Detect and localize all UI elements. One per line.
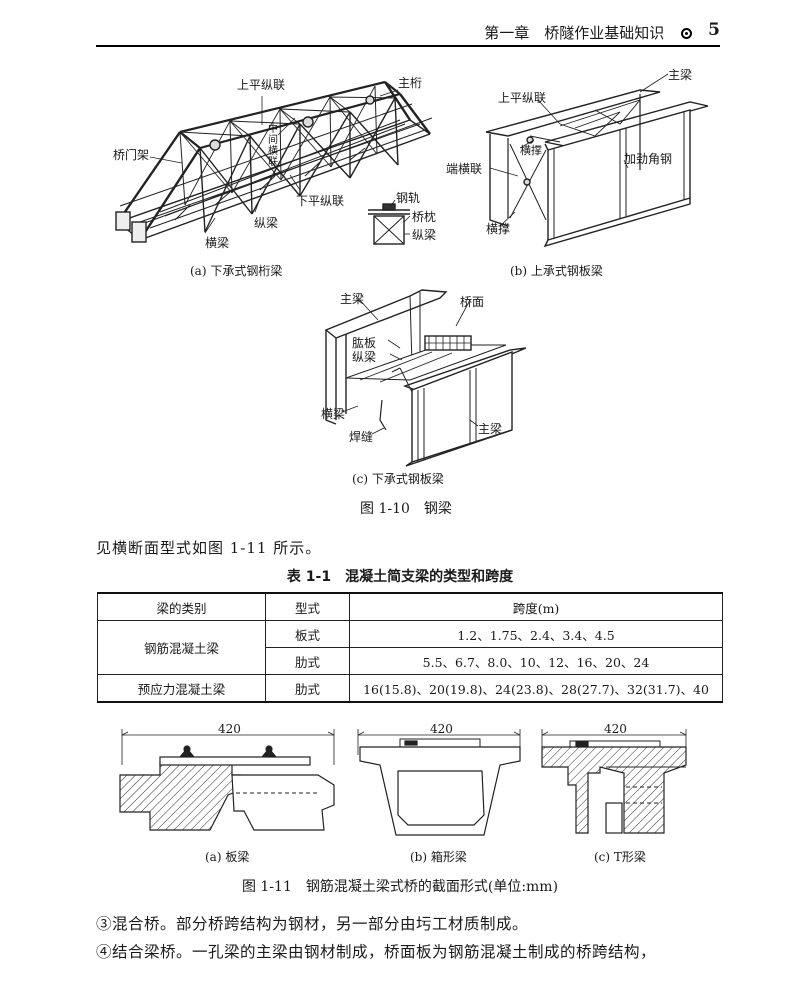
truss-leaders <box>149 89 411 235</box>
label-floor-beam-a: 横梁 <box>205 236 230 250</box>
cell-type: 肋式 <box>265 674 350 703</box>
caption-t-beam: (c) T形梁 <box>594 850 646 864</box>
label-weld: 焊缝 <box>349 430 374 444</box>
intro-line: 见横断面型式如图 1-11 所示。 <box>96 539 322 557</box>
dim-label-a: 420 <box>218 722 241 736</box>
cell-category: 预应力混凝土梁 <box>97 674 266 703</box>
label-rail: 钢轨 <box>396 191 421 205</box>
header-span: 跨度(m) <box>349 592 723 621</box>
cell-span: 5.5、6.7、8.0、10、12、16、20、24 <box>349 647 723 675</box>
box-girder-section <box>357 729 521 836</box>
span-table: 梁的类别 型式 跨度(m) 钢筋混凝土梁 板式 1.2、1.75、2.4、3.4… <box>97 592 723 703</box>
chapter-title-text: 第一章 桥隧作业基础知识 <box>484 24 665 42</box>
through-plate-girder-drawing <box>324 289 527 467</box>
cell-span: 1.2、1.75、2.4、3.4、4.5 <box>349 620 723 648</box>
header-category: 梁的类别 <box>97 592 266 621</box>
bullseye-icon <box>681 28 692 39</box>
label-tie: 桥枕 <box>412 210 437 224</box>
label-stiffener: 加劲角钢 <box>624 152 673 166</box>
label-stringer-detail: 纵梁 <box>412 228 437 242</box>
paragraph: ③混合桥。部分桥跨结构为钢材，另一部分由圬工材质制成。 <box>96 915 529 933</box>
label-main-truss: 主桁 <box>398 76 423 90</box>
cell-span: 16(15.8)、20(19.8)、24(23.8)、28(27.7)、32(3… <box>349 674 723 703</box>
label-cross-brace-top: 横撑 <box>520 144 542 157</box>
label-main-girder-c-top: 主梁 <box>340 292 365 306</box>
page-number: 5 <box>708 20 720 40</box>
label-middle-sway: 中间横联 <box>268 124 278 168</box>
dim-label-b: 420 <box>430 722 453 736</box>
label-lower-lateral: 下平纵联 <box>296 194 345 208</box>
figure-1-11 <box>119 729 687 836</box>
label-stringer-a: 纵梁 <box>254 216 279 230</box>
label-deck: 桥面 <box>460 295 485 309</box>
paragraph: ④结合梁桥。一孔梁的主梁由钢材制成，桥面板为钢筋混凝土制成的桥跨结构， <box>96 943 657 961</box>
label-end-sway: 端横联 <box>446 162 483 176</box>
table-row: 肋式 5.5、6.7、8.0、10、12、16、20、24 <box>98 647 723 675</box>
rail-tie-detail <box>368 203 410 245</box>
label-stringer-c: 纵梁 <box>352 350 377 364</box>
header-type: 型式 <box>265 592 350 621</box>
label-upper-lateral-b: 上平纵联 <box>498 91 547 105</box>
header-rule <box>96 45 720 47</box>
cell-category: 钢筋混凝土梁 <box>97 620 266 675</box>
table-header-row: 梁的类别 型式 跨度(m) <box>97 592 723 621</box>
dim-label-c: 420 <box>604 722 627 736</box>
label-floor-beam-c: 横梁 <box>321 407 346 421</box>
caption-panel-a: (a) 下承式钢桁梁 <box>190 264 283 278</box>
caption-box-girder: (b) 箱形梁 <box>410 850 467 864</box>
deck-plate-girder-drawing <box>485 89 709 248</box>
t-beam-section <box>541 729 687 834</box>
caption-slab-beam: (a) 板梁 <box>205 850 250 864</box>
through-girder-leaders <box>341 295 479 435</box>
label-web-plate: 肱板 <box>352 336 377 350</box>
label-portal: 桥门架 <box>113 148 150 162</box>
table-title: 表 1-1 混凝土简支梁的类型和跨度 <box>286 569 514 585</box>
label-upper-lateral-a: 上平纵联 <box>237 78 286 92</box>
chapter-title: 第一章 桥隧作业基础知识 <box>484 22 692 43</box>
label-main-girder-b: 主梁 <box>668 68 693 82</box>
label-cross-brace: 横撑 <box>486 222 511 236</box>
caption-panel-b: (b) 上承式钢板梁 <box>510 264 603 278</box>
cell-type: 肋式 <box>265 647 350 675</box>
table-row: 预应力混凝土梁 肋式 16(15.8)、20(19.8)、24(23.8)、28… <box>97 674 723 703</box>
label-main-girder-c: 主梁 <box>478 422 503 436</box>
figure-1-11-title: 图 1-11 钢筋混凝土梁式桥的截面形式(单位:mm) <box>241 879 559 895</box>
figure-1-10-title: 图 1-10 钢梁 <box>360 501 452 517</box>
slab-beam-section <box>119 729 335 831</box>
table-row: 钢筋混凝土梁 板式 1.2、1.75、2.4、3.4、4.5 <box>97 620 723 675</box>
truss-drawing <box>115 80 433 243</box>
page-header: 第一章 桥隧作业基础知识 5 <box>96 14 720 47</box>
cell-type: 板式 <box>265 620 350 648</box>
caption-panel-c: (c) 下承式钢板梁 <box>352 472 444 486</box>
figure-1-10 <box>115 73 709 467</box>
deck-girder-leaders <box>489 73 669 227</box>
